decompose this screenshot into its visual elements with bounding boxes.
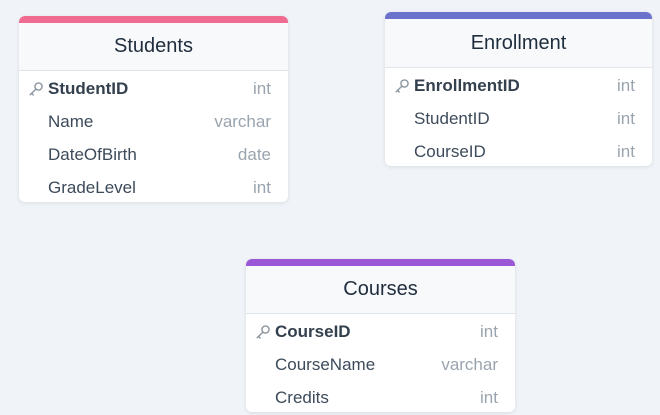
field-type: varchar xyxy=(214,111,271,131)
enrollment-field-list: EnrollmentID int StudentID int CourseID … xyxy=(385,68,652,166)
field-name: Credits xyxy=(275,387,329,407)
field-name: GradeLevel xyxy=(48,177,136,197)
field-type: int xyxy=(617,108,635,128)
field-name: CourseID xyxy=(275,321,351,341)
field-row-dateofbirth[interactable]: DateOfBirth date xyxy=(19,138,288,171)
students-table-color-bar xyxy=(19,16,288,23)
key-icon xyxy=(29,82,43,96)
field-name: StudentID xyxy=(414,108,490,128)
students-table[interactable]: Students StudentID int Name varchar Date… xyxy=(19,16,288,202)
field-name: DateOfBirth xyxy=(48,144,137,164)
field-type: int xyxy=(617,75,635,95)
field-row-courseid[interactable]: CourseID int xyxy=(385,135,652,166)
enrollment-table-title: Enrollment xyxy=(470,31,567,54)
field-row-studentid[interactable]: StudentID int xyxy=(385,102,652,135)
field-type: int xyxy=(253,177,271,197)
field-name: Name xyxy=(48,111,94,131)
students-field-list: StudentID int Name varchar DateOfBirth d… xyxy=(19,71,288,202)
field-name: CourseName xyxy=(275,354,376,374)
field-row-coursename[interactable]: CourseName varchar xyxy=(246,348,515,381)
enrollment-table-header[interactable]: Enrollment xyxy=(385,19,652,68)
field-type: varchar xyxy=(441,354,498,374)
courses-table-header[interactable]: Courses xyxy=(246,266,515,314)
field-name: StudentID xyxy=(48,78,129,98)
courses-table-color-bar xyxy=(246,259,515,266)
courses-table[interactable]: Courses CourseID int CourseName varchar … xyxy=(246,259,515,412)
field-row-credits[interactable]: Credits int xyxy=(246,381,515,412)
students-table-title: Students xyxy=(114,35,193,57)
key-icon xyxy=(256,325,270,339)
field-name: EnrollmentID xyxy=(414,75,520,95)
field-type: int xyxy=(253,78,271,98)
courses-table-title: Courses xyxy=(343,278,418,300)
field-type: int xyxy=(480,387,498,407)
field-row-gradelevel[interactable]: GradeLevel int xyxy=(19,171,288,202)
field-type: int xyxy=(480,321,498,341)
field-row-name[interactable]: Name varchar xyxy=(19,105,288,138)
enrollment-table-color-bar xyxy=(385,12,652,19)
field-row-studentid[interactable]: StudentID int xyxy=(19,72,288,105)
field-type: date xyxy=(237,144,271,164)
students-table-header[interactable]: Students xyxy=(19,23,288,71)
enrollment-table[interactable]: Enrollment EnrollmentID int StudentID in… xyxy=(385,12,652,166)
courses-field-list: CourseID int CourseName varchar Credits … xyxy=(246,314,515,412)
field-name: CourseID xyxy=(414,141,486,161)
field-type: int xyxy=(617,141,635,161)
field-row-enrollmentid[interactable]: EnrollmentID int xyxy=(385,69,652,102)
key-icon xyxy=(395,79,409,93)
field-row-courseid[interactable]: CourseID int xyxy=(246,315,515,348)
